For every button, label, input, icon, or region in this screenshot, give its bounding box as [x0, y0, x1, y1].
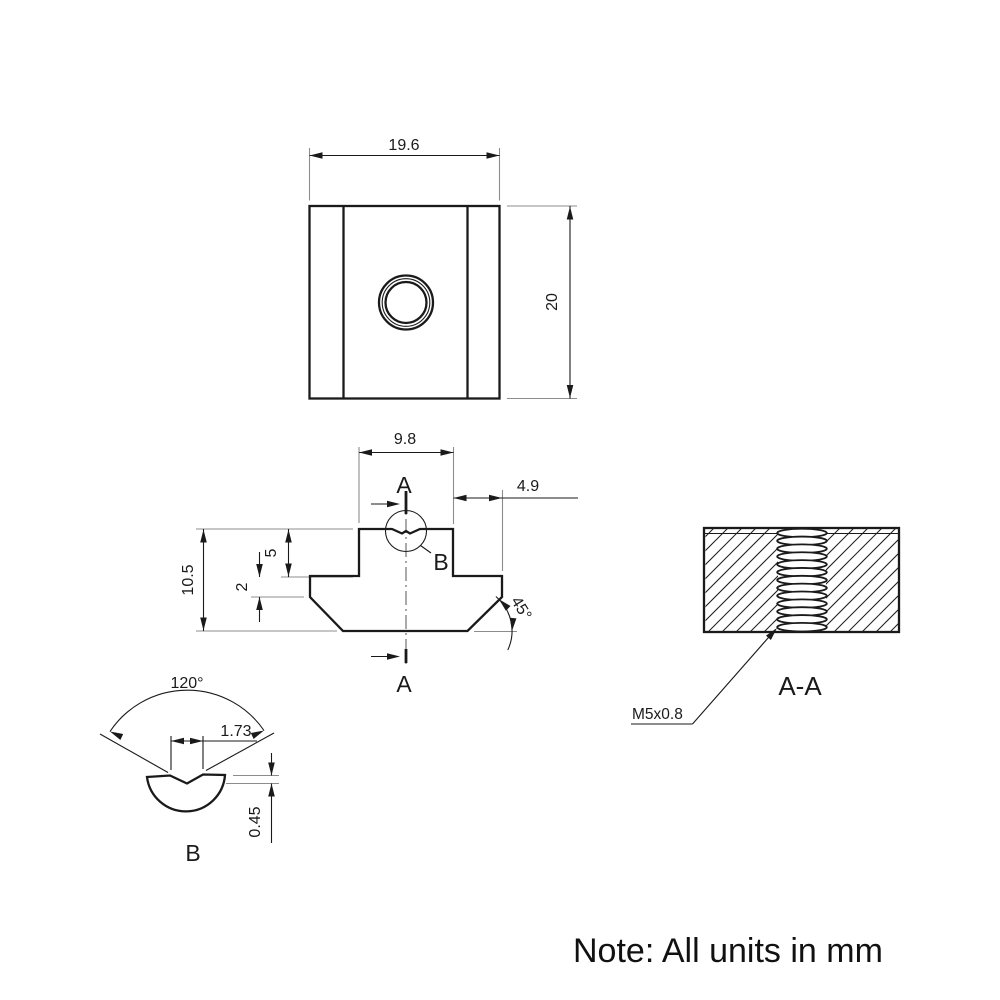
section-mark-top: A — [371, 472, 412, 514]
dim-top-width-label: 19.6 — [388, 137, 419, 154]
detail-b-reference-label: B — [433, 549, 448, 575]
section-mark-bottom-label: A — [396, 671, 412, 697]
dim-notch-depth-label: 0.45 — [247, 806, 264, 837]
detail-b-shape — [145, 773, 227, 813]
threaded-hole-circles — [377, 274, 435, 331]
top-view: 19.6 20 — [308, 137, 577, 400]
dim-top-height: 20 — [544, 206, 574, 399]
dim-side-offset-label: 4.9 — [517, 478, 539, 495]
dim-slot-width-label: 9.8 — [394, 431, 416, 448]
thread-coils — [776, 527, 828, 633]
detail-b-view: 120° 1.73 0.45 B — [99, 675, 279, 866]
section-mark-top-label: A — [396, 472, 412, 498]
dim-total-height: 10.5 — [180, 529, 207, 631]
units-note: Note: All units in mm — [573, 932, 883, 970]
section-aa-outline — [702, 526, 901, 634]
top-view-extension-lines — [308, 148, 577, 400]
dim-flange-height: 2 — [234, 552, 263, 622]
dim-side-offset: 4.9 — [453, 478, 578, 502]
top-view-outline — [308, 204, 501, 400]
hatch-lines-left — [705, 529, 778, 631]
front-view-profile-outline — [308, 527, 504, 633]
thread-callout-label: M5x0.8 — [632, 706, 683, 723]
dim-total-height-label: 10.5 — [180, 564, 197, 595]
detail-b-reference: B — [384, 509, 449, 575]
dim-flange-height-label: 2 — [234, 582, 251, 591]
section-aa-title: A-A — [778, 671, 822, 701]
dim-notch-angle: 120° — [99, 675, 275, 773]
dim-top-height-label: 20 — [544, 293, 561, 311]
dim-notch-width-label: 1.73 — [220, 723, 251, 740]
dim-neck-height-label: 5 — [263, 548, 280, 557]
dim-notch-depth: 0.45 — [226, 753, 279, 843]
dim-notch-width: 1.73 — [170, 723, 257, 770]
detail-b-title: B — [185, 840, 200, 866]
dim-chamfer-angle: 45° — [495, 594, 534, 651]
front-view: 9.8 4.9 10.5 5 2 — [180, 431, 578, 697]
thread-callout: M5x0.8 — [631, 625, 780, 725]
dim-slot-width: 9.8 — [359, 431, 454, 456]
section-mark-bottom: A — [371, 649, 412, 697]
dim-neck-height: 5 — [263, 529, 292, 577]
front-view-extension-lines — [196, 447, 517, 633]
dim-notch-angle-label: 120° — [170, 675, 203, 692]
hatch-lines-right — [826, 529, 898, 631]
section-aa-view: M5x0.8 A-A — [631, 526, 901, 725]
dim-top-width: 19.6 — [309, 137, 500, 159]
